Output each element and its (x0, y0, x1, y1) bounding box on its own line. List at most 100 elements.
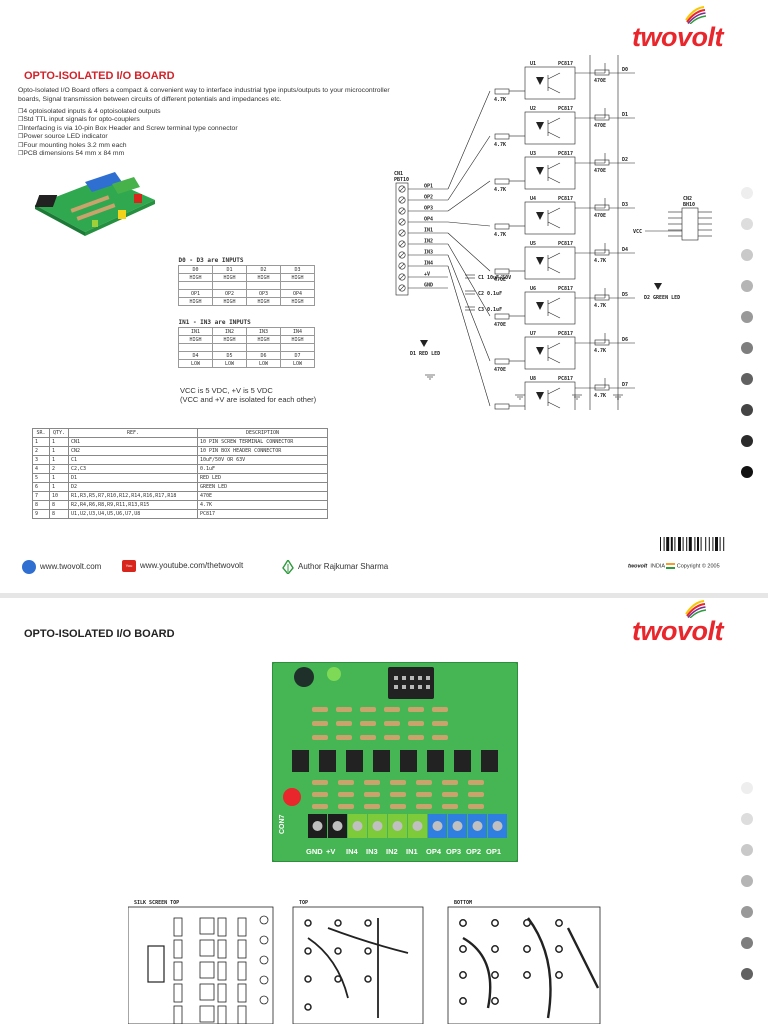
silk-resistor (217, 961, 227, 981)
feature-item: 4 optoisolated inputs & 4 optoisolated o… (18, 108, 238, 116)
silk-terminal (259, 915, 269, 925)
green-led (327, 667, 341, 681)
globe-icon (22, 560, 36, 574)
opto-part: PC817 (558, 61, 573, 67)
optocoupler (524, 291, 576, 325)
resistor (594, 294, 610, 301)
terminal-slot (399, 274, 405, 280)
terminal-slot (399, 241, 405, 247)
dot (741, 844, 753, 856)
optocoupler-chip (319, 750, 336, 772)
wire (447, 232, 491, 272)
terminal-label: IN2 (386, 847, 398, 856)
terminal-pin-label: OP1 (424, 184, 433, 190)
wire (547, 311, 561, 319)
resistor (408, 721, 424, 726)
vcc-label: VCC (633, 229, 642, 235)
resistor (336, 735, 352, 740)
resistor (384, 735, 400, 740)
terminal-screw (398, 262, 406, 270)
terminal-screw (412, 821, 423, 831)
led-symbol (536, 302, 544, 310)
outputs-table-heading: IN1 - IN3 are INPUTS (178, 319, 251, 326)
layer-title: SILK SCREEN TOP (134, 900, 179, 906)
dot (741, 435, 753, 447)
website-link[interactable]: www.twovolt.com (22, 560, 101, 574)
resistor (494, 403, 510, 410)
resistor (442, 792, 458, 797)
wire (447, 265, 491, 407)
twovolt-logo: twovolt (632, 6, 724, 53)
dot (741, 782, 753, 794)
silk-header (147, 945, 165, 983)
terminal-screw (398, 207, 406, 215)
optocoupler (524, 246, 576, 280)
logo-swoosh-icon (685, 6, 706, 24)
wire (547, 117, 561, 125)
header-part: BH10 (683, 202, 695, 208)
terminal-screw (352, 821, 363, 831)
resistor (360, 707, 376, 712)
terminal-screw (392, 821, 403, 831)
terminal-screw (398, 229, 406, 237)
opto-part: PC817 (558, 106, 573, 112)
opto-part: PC817 (558, 196, 573, 202)
terminal-pin-label: GND (424, 283, 433, 289)
page-title: OPTO-ISOLATED I/O BOARD (24, 70, 175, 82)
twovolt-logo: twovolt (632, 600, 724, 647)
led-symbol (536, 212, 544, 220)
resistor (442, 780, 458, 785)
board-connector-label: CON7 (279, 814, 286, 834)
resistor (338, 804, 354, 809)
dot (741, 968, 753, 980)
resistor (594, 114, 610, 121)
dot (741, 937, 753, 949)
resistor (594, 249, 610, 256)
header-pin (394, 685, 398, 689)
barcode-bar (708, 537, 710, 551)
terminal-screw (432, 821, 443, 831)
terminal-pin-label: OP4 (424, 217, 433, 223)
resistor (594, 204, 610, 211)
pad (334, 947, 342, 955)
resistor-value: 470E (494, 367, 506, 373)
opto-ref: U1 (530, 61, 536, 67)
silk-resistor (237, 961, 247, 981)
resistor (594, 384, 610, 391)
silk-resistor (237, 1005, 247, 1024)
layer-title: TOP (299, 900, 308, 906)
youtube-link[interactable]: You Tubewww.youtube.com/thetwovolt (122, 560, 243, 580)
resistor (360, 735, 376, 740)
logo-swoosh-icon (685, 600, 706, 618)
optocoupler (524, 66, 576, 100)
silk-resistor (237, 983, 247, 1003)
silk-resistor (217, 939, 227, 959)
resistor (408, 707, 424, 712)
pcb-layer-outline (128, 906, 274, 1024)
resistor (312, 780, 328, 785)
silk-resistor (237, 917, 247, 937)
terminal-screw (312, 821, 323, 831)
wire (547, 342, 561, 350)
page-divider (0, 593, 768, 598)
terminal-pin-label: IN2 (424, 239, 433, 245)
terminal-slot (399, 219, 405, 225)
terminal-label: +V (326, 847, 335, 856)
terminal-label: OP2 (466, 847, 481, 856)
optocoupler-chip (346, 750, 363, 772)
product-photo (34, 172, 155, 236)
electrolytic-capacitor (294, 667, 314, 687)
resistor (432, 707, 448, 712)
wire (547, 176, 561, 184)
barcode-bar (719, 537, 721, 551)
led-symbol (536, 347, 544, 355)
capacitor-label: C1 10uF/50V (478, 275, 511, 281)
header-pin (402, 685, 406, 689)
resistor (494, 223, 510, 230)
pcb-layer-outline (292, 906, 424, 1024)
terminal-slot (399, 252, 405, 258)
